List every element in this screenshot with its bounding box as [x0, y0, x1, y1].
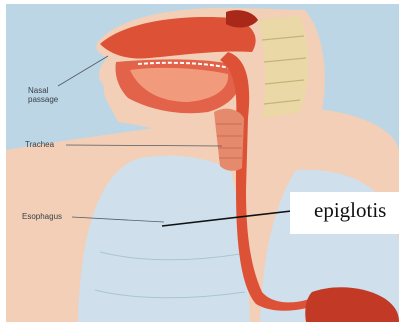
epiglotis-callout-box: epiglotis	[290, 192, 402, 234]
epiglotis-callout-text: epiglotis	[314, 198, 386, 223]
esophagus-label: Esophagus	[22, 212, 62, 221]
trachea-label: Trachea	[25, 140, 54, 149]
spine	[258, 16, 308, 118]
nasal-passage-label: Nasal passage	[28, 86, 74, 104]
